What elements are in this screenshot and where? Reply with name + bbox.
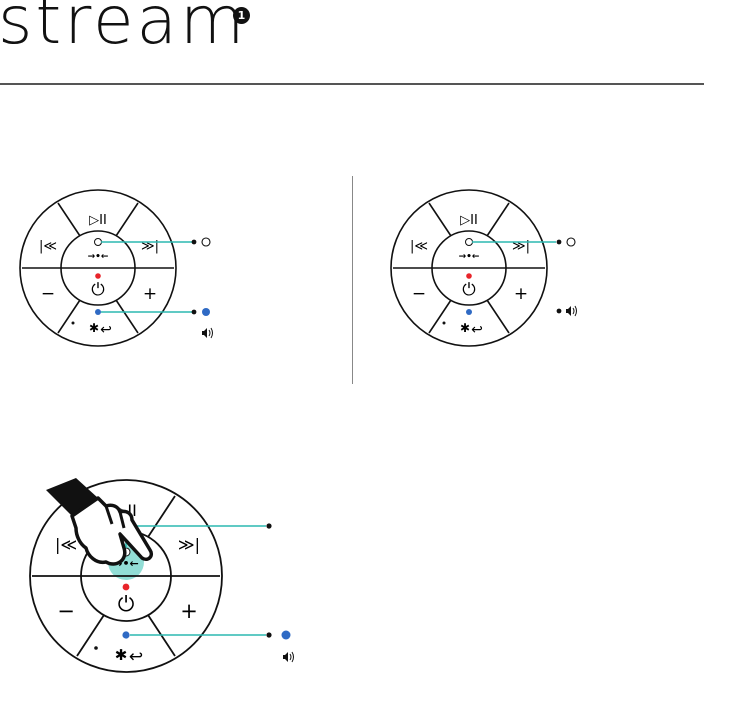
status-led-blue-icon xyxy=(202,308,210,316)
call-icon: ↩ xyxy=(129,647,143,667)
previous-button[interactable]: |≪ xyxy=(410,239,428,254)
bluetooth-led xyxy=(466,309,472,315)
panel-divider xyxy=(352,176,353,384)
power-led xyxy=(123,584,130,591)
volume-down-button[interactable]: − xyxy=(412,284,426,304)
link-button[interactable]: →•← xyxy=(88,252,109,262)
status-dot xyxy=(266,523,271,528)
bluetooth-led xyxy=(95,309,101,315)
status-dot xyxy=(192,240,197,245)
power-button[interactable]: ⏻ xyxy=(118,592,135,616)
volume-up-button[interactable]: + xyxy=(514,284,528,304)
mic-hole xyxy=(443,322,446,325)
link-led xyxy=(95,239,102,246)
mic-hole xyxy=(94,646,98,650)
status-dot xyxy=(557,240,562,245)
bluetooth-button[interactable]: ✱ xyxy=(115,646,128,664)
bluetooth-button[interactable]: ✱ xyxy=(460,321,470,335)
power-led xyxy=(95,273,101,279)
previous-button[interactable]: |≪ xyxy=(39,239,57,254)
control-panel-1: ▷II |≪ ≫| − + →•← ⏻ ✱ ↩ xyxy=(20,190,240,380)
volume-up-button[interactable]: + xyxy=(180,599,198,623)
mic-hole xyxy=(72,322,75,325)
next-button[interactable]: ≫| xyxy=(178,535,200,554)
status-dot xyxy=(557,309,562,314)
play-pause-button[interactable]: ▷II xyxy=(89,213,107,228)
bluetooth-button[interactable]: ✱ xyxy=(89,321,99,335)
status-dot xyxy=(192,310,197,315)
next-button[interactable]: ≫| xyxy=(141,239,159,254)
speaker-volume-icon xyxy=(566,306,577,316)
link-led xyxy=(466,239,473,246)
call-icon: ↩ xyxy=(100,322,112,338)
speaker-volume-icon xyxy=(283,652,294,662)
status-led-blue-icon xyxy=(282,631,291,640)
previous-button[interactable]: |≪ xyxy=(55,535,77,554)
brand-wordmark: stream xyxy=(0,0,247,54)
link-button[interactable]: →•← xyxy=(459,252,480,262)
power-button[interactable]: ⏻ xyxy=(91,280,105,300)
power-button[interactable]: ⏻ xyxy=(462,280,476,300)
speaker-volume-icon xyxy=(202,328,213,338)
volume-down-button[interactable]: − xyxy=(57,599,75,623)
control-panel-3: ▷II |≪ ≫| − + →•← ⏻ ✱ ↩ xyxy=(30,478,320,688)
header-rule xyxy=(0,83,704,85)
status-led-off-icon xyxy=(567,238,575,246)
play-pause-button[interactable]: ▷II xyxy=(460,213,478,228)
volume-down-button[interactable]: − xyxy=(41,284,55,304)
control-panel-2: ▷II |≪ ≫| − + →•← ⏻ ✱ ↩ xyxy=(391,190,611,380)
status-led-off-icon xyxy=(202,238,210,246)
call-icon: ↩ xyxy=(471,322,483,338)
power-led xyxy=(466,273,472,279)
next-button[interactable]: ≫| xyxy=(512,239,530,254)
status-dot xyxy=(266,632,271,637)
bluetooth-led xyxy=(122,631,129,638)
volume-up-button[interactable]: + xyxy=(143,284,157,304)
brand-badge: 1 xyxy=(233,7,250,24)
